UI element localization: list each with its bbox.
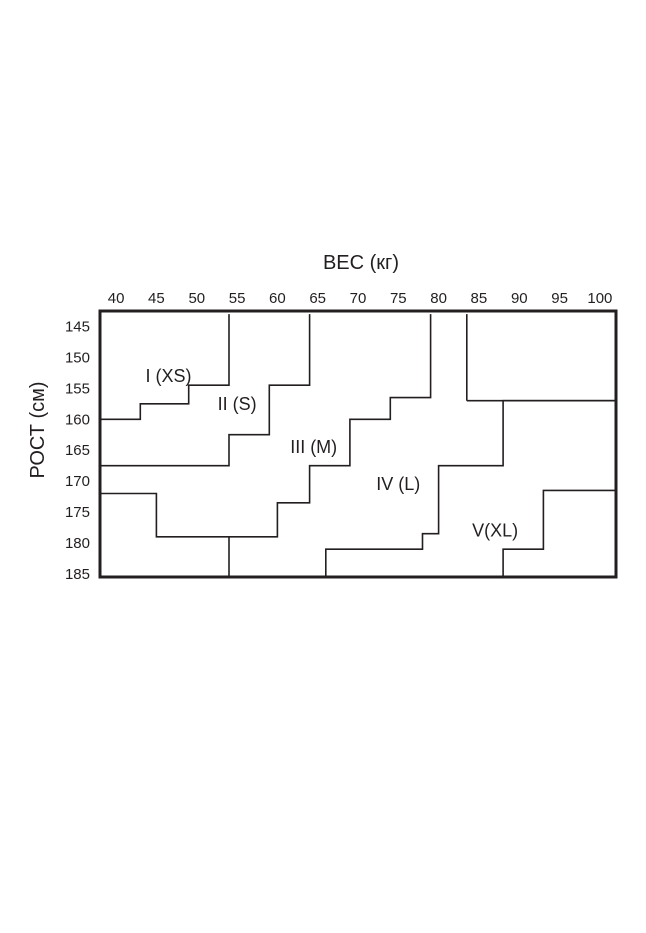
y-tick-label: 165 [65, 442, 90, 459]
y-tick-label: 170 [65, 473, 90, 490]
y-tick-label: 150 [65, 349, 90, 366]
x-tick-label: 55 [229, 290, 246, 307]
y-tick-label: 175 [65, 504, 90, 521]
y-tick-label: 155 [65, 380, 90, 397]
x-tick-label: 90 [511, 290, 528, 307]
x-tick-label: 80 [430, 290, 447, 307]
x-tick-label: 60 [269, 290, 286, 307]
chart-frame [98, 309, 618, 579]
boundary-line-2 [100, 314, 311, 467]
x-tick-label: 65 [309, 290, 326, 307]
x-tick-label: 85 [471, 290, 488, 307]
x-tick-label: 95 [551, 290, 568, 307]
size-zone-labels: I (XS) II (S) III (M) IV (L) V(XL) [145, 366, 518, 541]
boundary-line-5 [324, 399, 616, 577]
y-tick-label: 180 [65, 535, 90, 552]
y-tick-label: 145 [65, 319, 90, 336]
size-zone-label: IV (L) [376, 474, 420, 494]
boundary-line-3 [100, 314, 432, 538]
y-tick-label: 185 [65, 566, 90, 583]
boundary-line-8 [502, 489, 616, 577]
x-tick-label: 45 [148, 290, 165, 307]
boundary-line-1 [100, 314, 230, 421]
y-tick-labels: 145 150 155 160 165 170 175 180 185 [65, 319, 90, 583]
size-zone-label: II (S) [218, 394, 257, 414]
size-zone-label: I (XS) [145, 366, 191, 386]
x-tick-label: 75 [390, 290, 407, 307]
size-zone-label: III (M) [290, 437, 337, 457]
x-tick-label: 70 [350, 290, 367, 307]
x-tick-label: 40 [108, 290, 125, 307]
x-tick-label: 100 [587, 290, 612, 307]
y-axis-title: РОСТ (см) [27, 381, 49, 478]
size-boundaries [100, 314, 616, 577]
x-tick-labels: 40 45 50 55 60 65 70 75 80 85 90 95 100 [108, 290, 613, 307]
x-axis-title: ВЕС (кг) [323, 252, 399, 274]
size-zone-label: V(XL) [472, 521, 518, 541]
x-tick-label: 50 [188, 290, 205, 307]
y-tick-label: 160 [65, 411, 90, 428]
